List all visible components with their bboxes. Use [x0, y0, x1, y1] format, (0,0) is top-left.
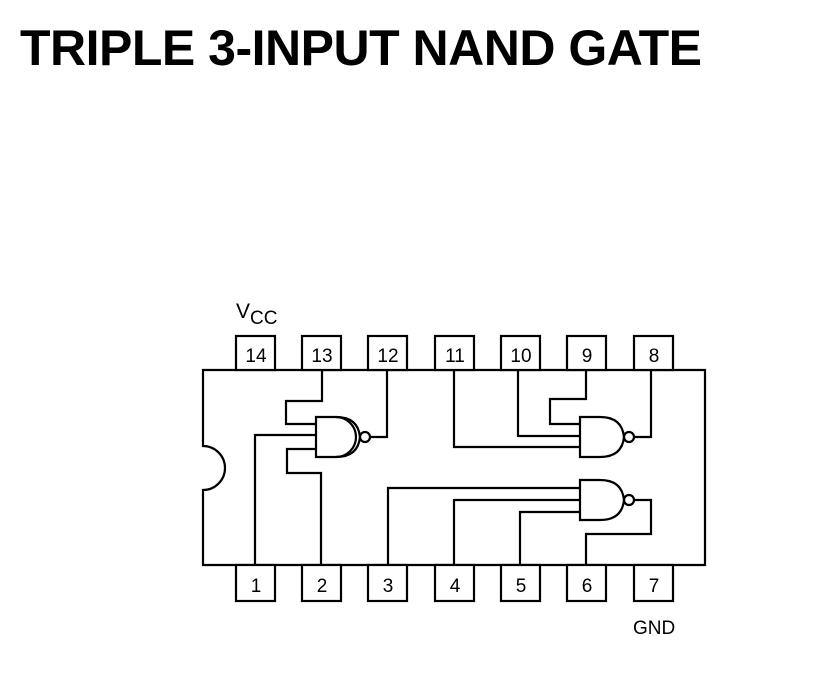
pin-label: 6 — [582, 576, 593, 597]
wire-pin10 — [516, 370, 580, 438]
pin-7-box — [632, 563, 675, 603]
pin-label: 10 — [510, 346, 531, 367]
vcc-label: VCC — [236, 300, 277, 329]
wire-pin8 — [634, 370, 653, 439]
wire-pin4 — [452, 498, 580, 565]
pin-label: 14 — [245, 346, 267, 367]
wire-pin11 — [452, 370, 580, 449]
pin-1-box — [234, 563, 277, 603]
wire-pin3 — [386, 486, 580, 565]
pin-label: 13 — [311, 346, 332, 367]
gate-b — [452, 370, 653, 459]
wire-pin1 — [253, 433, 316, 565]
wire-pin2 — [285, 447, 323, 565]
top-pin-row: 14 13 12 11 10 9 8 — [234, 334, 675, 372]
pin-label: 3 — [383, 576, 394, 597]
gnd-label: GND — [633, 618, 675, 639]
pin-label: 5 — [516, 576, 527, 597]
pin-label: 8 — [649, 346, 660, 367]
gate-a — [253, 370, 389, 565]
nand-gate-a-bubble — [358, 430, 372, 444]
package-body — [201, 368, 707, 567]
pin-4-box — [433, 563, 476, 603]
pin-14-box — [234, 334, 277, 372]
pin-label: 12 — [377, 346, 398, 367]
nand-gate-c-body — [578, 478, 626, 522]
nand-gate-c-bubble — [622, 493, 636, 507]
wire-pin12 — [370, 370, 389, 439]
pin-2-box — [300, 563, 343, 603]
wire-pin6 — [584, 498, 653, 565]
pin-10-box — [499, 334, 542, 372]
pin-label: 9 — [582, 346, 593, 367]
pin-label: 11 — [445, 346, 465, 367]
pin-8-box — [632, 334, 675, 372]
pin-12-box — [366, 334, 409, 372]
pin-label: 1 — [251, 576, 262, 597]
gate-c — [386, 478, 653, 565]
nand-gate-a-body — [314, 415, 358, 459]
wire-pin5 — [518, 510, 580, 565]
pin-label: 2 — [317, 576, 328, 597]
wire-pin9 — [548, 370, 588, 426]
pin-label: 4 — [450, 576, 461, 597]
wire-pin13 — [284, 370, 324, 426]
nand-gate-b-body — [578, 415, 626, 459]
bottom-pin-row: 1 2 3 4 5 6 7 — [234, 563, 675, 603]
pin-9-box — [565, 334, 608, 372]
pin-label: 7 — [649, 576, 660, 597]
nand-gate-b-bubble — [622, 430, 636, 444]
page-title: TRIPLE 3-INPUT NAND GATE — [20, 20, 702, 76]
